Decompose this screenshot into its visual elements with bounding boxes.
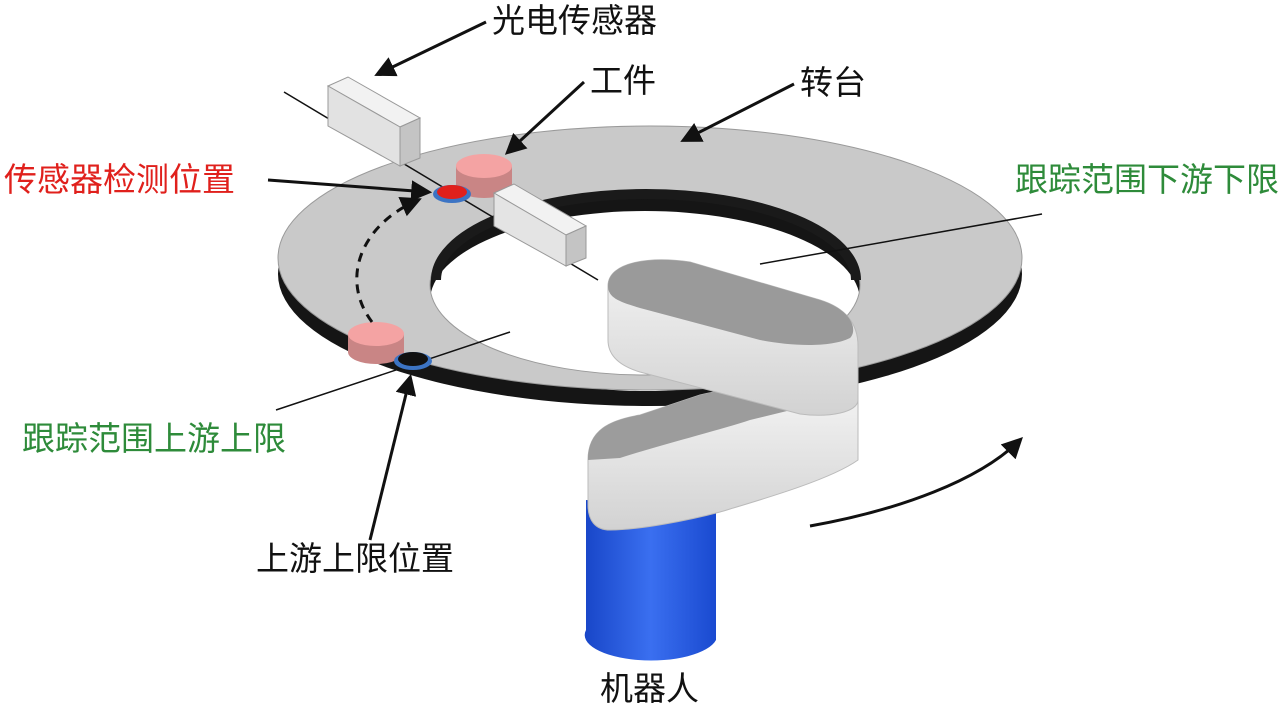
upstream-limit-marker <box>394 352 432 370</box>
label-photoelectric-sensor: 光电传感器 <box>492 1 657 40</box>
leader-workpiece <box>504 80 586 155</box>
photoelectric-sensor-emitter <box>326 76 422 167</box>
label-turntable: 转台 <box>800 63 866 102</box>
leader-turntable <box>680 82 795 142</box>
robot <box>584 259 859 661</box>
rotation-arrow <box>809 437 1023 528</box>
label-robot: 机器人 <box>600 669 699 708</box>
label-sensor-detect-position: 传感器检测位置 <box>4 160 235 199</box>
robot-base <box>584 500 716 661</box>
sensor-detect-marker <box>433 185 471 203</box>
leader-upstream-position <box>368 373 417 541</box>
upstream-limit-line <box>275 331 511 411</box>
workpiece-upstream <box>348 322 404 364</box>
robot-upper-arm-top <box>608 259 854 345</box>
label-tracking-upstream-limit: 跟踪范围上游上限 <box>22 419 286 458</box>
tracking-path-arrow <box>355 197 422 323</box>
leader-sensor <box>374 20 487 77</box>
label-tracking-downstream-limit: 跟踪范围下游下限 <box>1015 160 1279 199</box>
turntable-inner-rim <box>431 189 861 281</box>
downstream-limit-line <box>759 213 1043 265</box>
label-upstream-limit-position: 上游上限位置 <box>256 539 454 578</box>
label-workpiece: 工件 <box>590 61 656 100</box>
photoelectric-sensor-receiver <box>492 183 588 267</box>
workpiece-at-sensor <box>456 154 512 198</box>
leader-detect-position <box>267 178 433 202</box>
